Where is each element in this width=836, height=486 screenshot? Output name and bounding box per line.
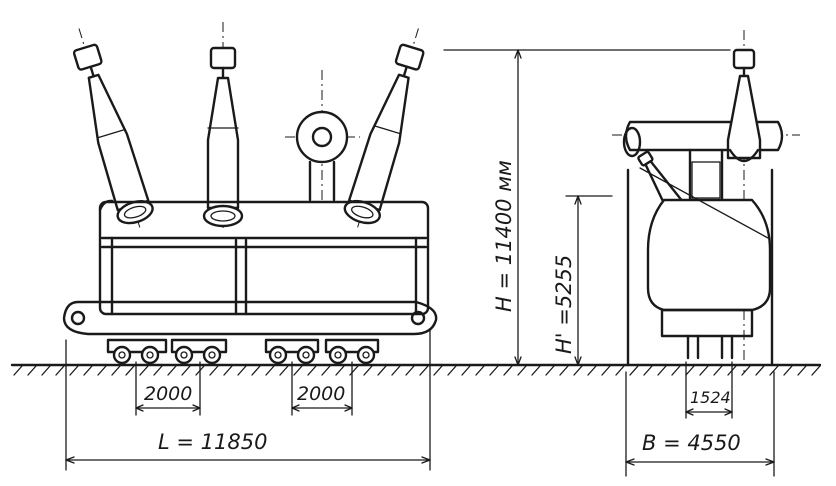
total-height-label: H = 11400 мм (492, 160, 516, 312)
conservator-dial (285, 70, 360, 202)
track-gauge-label: 1524 (690, 388, 731, 407)
length-label: L = 11850 (158, 430, 267, 454)
side-view-transformer (612, 30, 800, 372)
side-tank (646, 198, 772, 312)
wheel-spacing-left-label: 2000 (144, 383, 192, 405)
dimension-track-gauge (685, 361, 733, 419)
dimension-width (625, 371, 775, 477)
bogie-right-2 (324, 338, 380, 365)
side-bushing (726, 48, 762, 163)
dimension-total-height (443, 49, 731, 366)
bogie-right-1 (264, 338, 320, 365)
bushing-right (343, 28, 425, 228)
ground-line (10, 363, 822, 376)
base-frame (62, 300, 438, 336)
width-label: B = 4550 (642, 431, 741, 455)
bushing-middle (202, 22, 244, 228)
dimension-length (65, 329, 431, 471)
dimension-wheel-spacing-right (291, 361, 353, 416)
wheel-spacing-right-label: 2000 (297, 383, 345, 405)
side-base (660, 308, 754, 360)
bogie-left-2 (170, 338, 228, 365)
tank-height-label: H' =5255 (552, 255, 576, 354)
dimension-tank-height (565, 195, 613, 366)
dimension-wheel-spacing-left (135, 361, 201, 416)
bogie-left-1 (106, 338, 168, 365)
front-view-transformer (62, 22, 438, 365)
